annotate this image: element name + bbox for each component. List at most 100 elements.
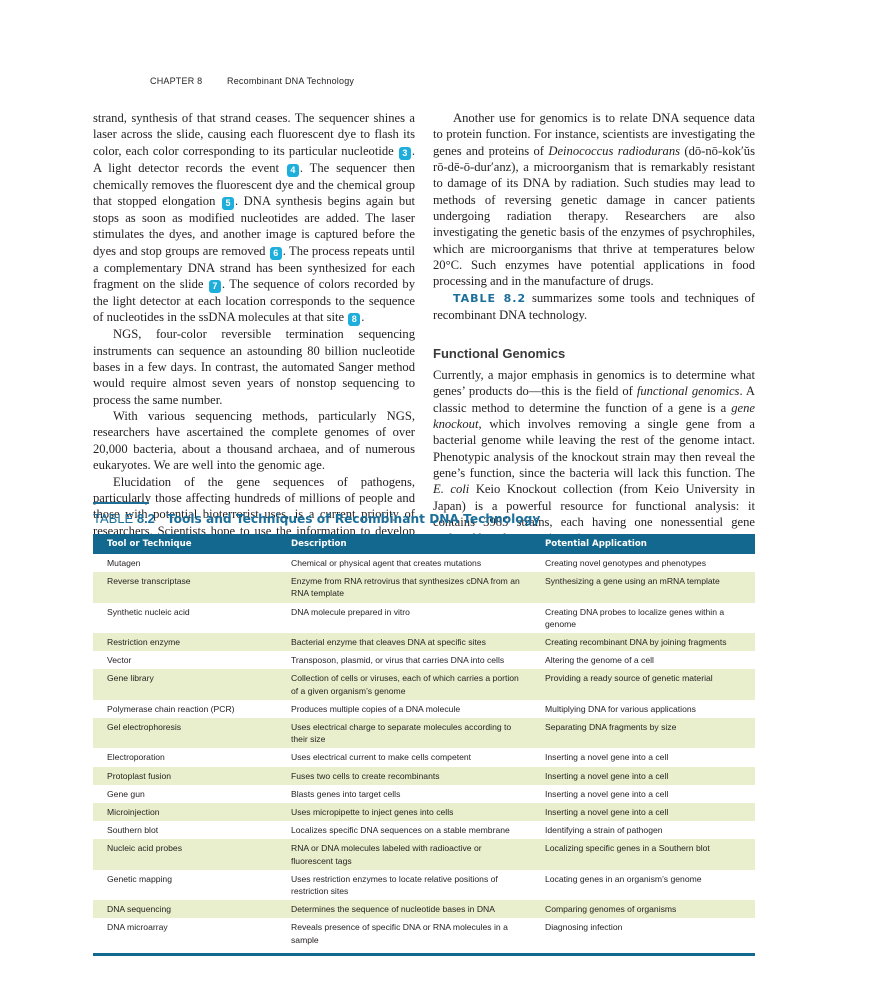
running-head: CHAPTER 8 Recombinant DNA Technology — [150, 76, 354, 86]
header-application: Potential Application — [545, 539, 647, 549]
application-cell: Providing a ready source of genetic mate… — [545, 673, 713, 684]
table-row: Genetic mapping Uses restriction enzymes … — [93, 870, 755, 900]
application-cell: Inserting a novel gene into a cell — [545, 752, 669, 763]
step-badge-3: 3 — [398, 146, 411, 160]
chapter-title: Recombinant DNA Technology — [227, 76, 355, 86]
application-cell: Identifying a strain of pathogen — [545, 825, 663, 836]
paragraph-sequencing-steps: strand, synthesis of that strand ceases.… — [93, 110, 415, 327]
application-cell: Comparing genomes of organisms — [545, 904, 677, 915]
right-column: Another use for genomics is to relate DN… — [433, 110, 755, 547]
description-cell: Localizes specific DNA sequences on a st… — [291, 825, 510, 836]
description-cell: Reveals presence of specific DNA or RNA … — [291, 922, 508, 945]
paragraph-protein-function: Another use for genomics is to relate DN… — [433, 110, 755, 290]
description-cell: Uses electrical current to make cells co… — [291, 752, 472, 763]
text: . The sequencer then chemically removes … — [93, 160, 415, 209]
table-bottom-rule — [93, 952, 755, 956]
application-cell: Inserting a novel gene into a cell — [545, 807, 669, 818]
text: . A classic method to determine the func… — [433, 384, 755, 415]
description-cell: Collection of cells or viruses, each of … — [291, 673, 519, 696]
table-row: Nucleic acid probes RNA or DNA molecules … — [93, 839, 755, 870]
tool-cell: Gene library — [107, 673, 154, 684]
application-cell: Multiplying DNA for various applications — [545, 703, 696, 714]
text: summarizes some tools and techniques of … — [433, 290, 756, 323]
term-gene-knockout: gene knockout — [433, 400, 755, 431]
description-cell: Produces multiple copies of a DNA molecu… — [291, 703, 461, 714]
tool-cell: Restriction enzyme — [107, 637, 181, 648]
tools-table: Tool or Technique Description Potential … — [93, 534, 755, 949]
description-cell: Bacterial enzyme that cleaves DNA at spe… — [291, 637, 486, 648]
tool-cell: Nucleic acid probes — [107, 843, 182, 854]
table-row: Southern blot Localizes specific DNA sequ… — [93, 821, 755, 839]
tool-cell: Polymerase chain reaction (PCR) — [107, 703, 235, 714]
tool-cell: Reverse transcriptase — [107, 576, 191, 587]
text: . The sequence of colors recorded by the… — [93, 277, 415, 325]
step-badge-7: 7 — [208, 280, 221, 294]
description-cell: DNA molecule prepared in vitro — [291, 606, 410, 617]
application-cell: Creating recombinant DNA by joining frag… — [545, 637, 727, 648]
table-row: Restriction enzyme Bacterial enzyme that … — [93, 633, 755, 652]
description-cell: Uses micropipette to inject genes into c… — [291, 807, 454, 818]
description-cell: RNA or DNA molecules labeled with radioa… — [291, 843, 482, 866]
paragraph-functional-genomics: Currently, a major emphasis in genomics … — [433, 367, 755, 547]
text: Keio Knockout collection (from Keio Univ… — [433, 482, 756, 546]
description-cell: Blasts genes into target cells — [291, 788, 401, 799]
application-cell: Diagnosing infection — [545, 922, 623, 933]
description-cell: Uses restriction enzymes to locate relat… — [291, 873, 498, 897]
tool-cell: Microinjection — [107, 807, 160, 818]
species-name: Deinococcus radiodurans — [548, 143, 681, 158]
paragraph-genomic-age: With various sequencing methods, particu… — [93, 409, 415, 473]
description-cell: Determines the sequence of nucleotide ba… — [291, 904, 495, 915]
text: . DNA synthesis begins again but stops a… — [93, 194, 415, 258]
step-badge-5: 5 — [221, 197, 234, 211]
table-row: Gel electrophoresis Uses electrical charg… — [93, 718, 755, 749]
table-row: Electroporation Uses electrical current t… — [93, 748, 755, 766]
tool-cell: Synthetic nucleic acid — [107, 606, 190, 617]
tool-cell: Genetic mapping — [107, 873, 172, 884]
table-reference-link[interactable]: TABLE 8.2 — [453, 291, 527, 305]
tool-cell: Electroporation — [107, 752, 165, 763]
application-cell: Localizing specific genes in a Southern … — [545, 843, 710, 854]
chapter-label: CHAPTER 8 — [150, 76, 203, 86]
description-cell: Chemical or physical agent that creates … — [291, 558, 482, 568]
table-header-row: Tool or Technique Description Potential … — [93, 534, 755, 554]
table-number-value: 8.2 — [136, 511, 155, 526]
paragraph-ngs: NGS, four-color reversible termination s… — [93, 327, 415, 407]
application-cell: Inserting a novel gene into a cell — [545, 788, 669, 799]
description-cell: Enzyme from RNA retrovirus that synthesi… — [291, 576, 520, 599]
text: , which involves removing a single gene … — [433, 416, 755, 480]
description-cell: Fuses two cells to create recombinants — [291, 770, 440, 781]
step-badge-6: 6 — [269, 246, 282, 260]
application-cell: Locating genes in an organism’s genome — [545, 873, 702, 884]
header-tool: Tool or Technique — [107, 539, 192, 549]
text: Another use for genomics is to relate DN… — [433, 111, 755, 158]
step-badge-4: 4 — [286, 163, 299, 177]
tool-cell: Southern blot — [107, 825, 159, 836]
tool-cell: Vector — [107, 655, 132, 666]
tool-cell: Gel electrophoresis — [107, 722, 182, 733]
table-number: TABLE 8.2 — [93, 511, 155, 526]
table-row: DNA sequencing Determines the sequence of… — [93, 900, 755, 919]
application-cell: Synthesizing a gene using an mRNA templa… — [545, 576, 720, 587]
application-cell: Creating novel genotypes and phenotypes — [545, 558, 707, 568]
table-label: TABLE — [93, 511, 134, 526]
table-row: Synthetic nucleic acid DNA molecule prepa… — [93, 603, 755, 633]
paragraph-table-reference: TABLE 8.2 summarizes some tools and tech… — [433, 290, 755, 324]
application-cell: Inserting a novel gene into a cell — [545, 770, 669, 781]
tool-cell: DNA sequencing — [107, 904, 172, 915]
text: . A light detector records the event — [93, 143, 415, 175]
description-cell: Transposon, plasmid, or virus that carri… — [291, 655, 505, 666]
paragraph-pathogens: Elucidation of the gene sequences of pat… — [93, 474, 415, 554]
text: (dō-nō-kok′ŭs rō-dē-ō-dur′anz), a microo… — [433, 143, 755, 289]
table-row: Reverse transcriptase Enzyme from RNA ret… — [93, 572, 755, 603]
left-column: strand, synthesis of that strand ceases.… — [93, 110, 415, 555]
description-cell: Uses electrical charge to separate molec… — [291, 722, 512, 745]
table-row: Polymerase chain reaction (PCR) Produces … — [93, 700, 755, 718]
table-row: Microinjection Uses micropipette to injec… — [93, 803, 755, 822]
table-row: Gene library Collection of cells or virus… — [93, 669, 755, 700]
term-functional-genomics: functional genomics — [636, 384, 740, 399]
